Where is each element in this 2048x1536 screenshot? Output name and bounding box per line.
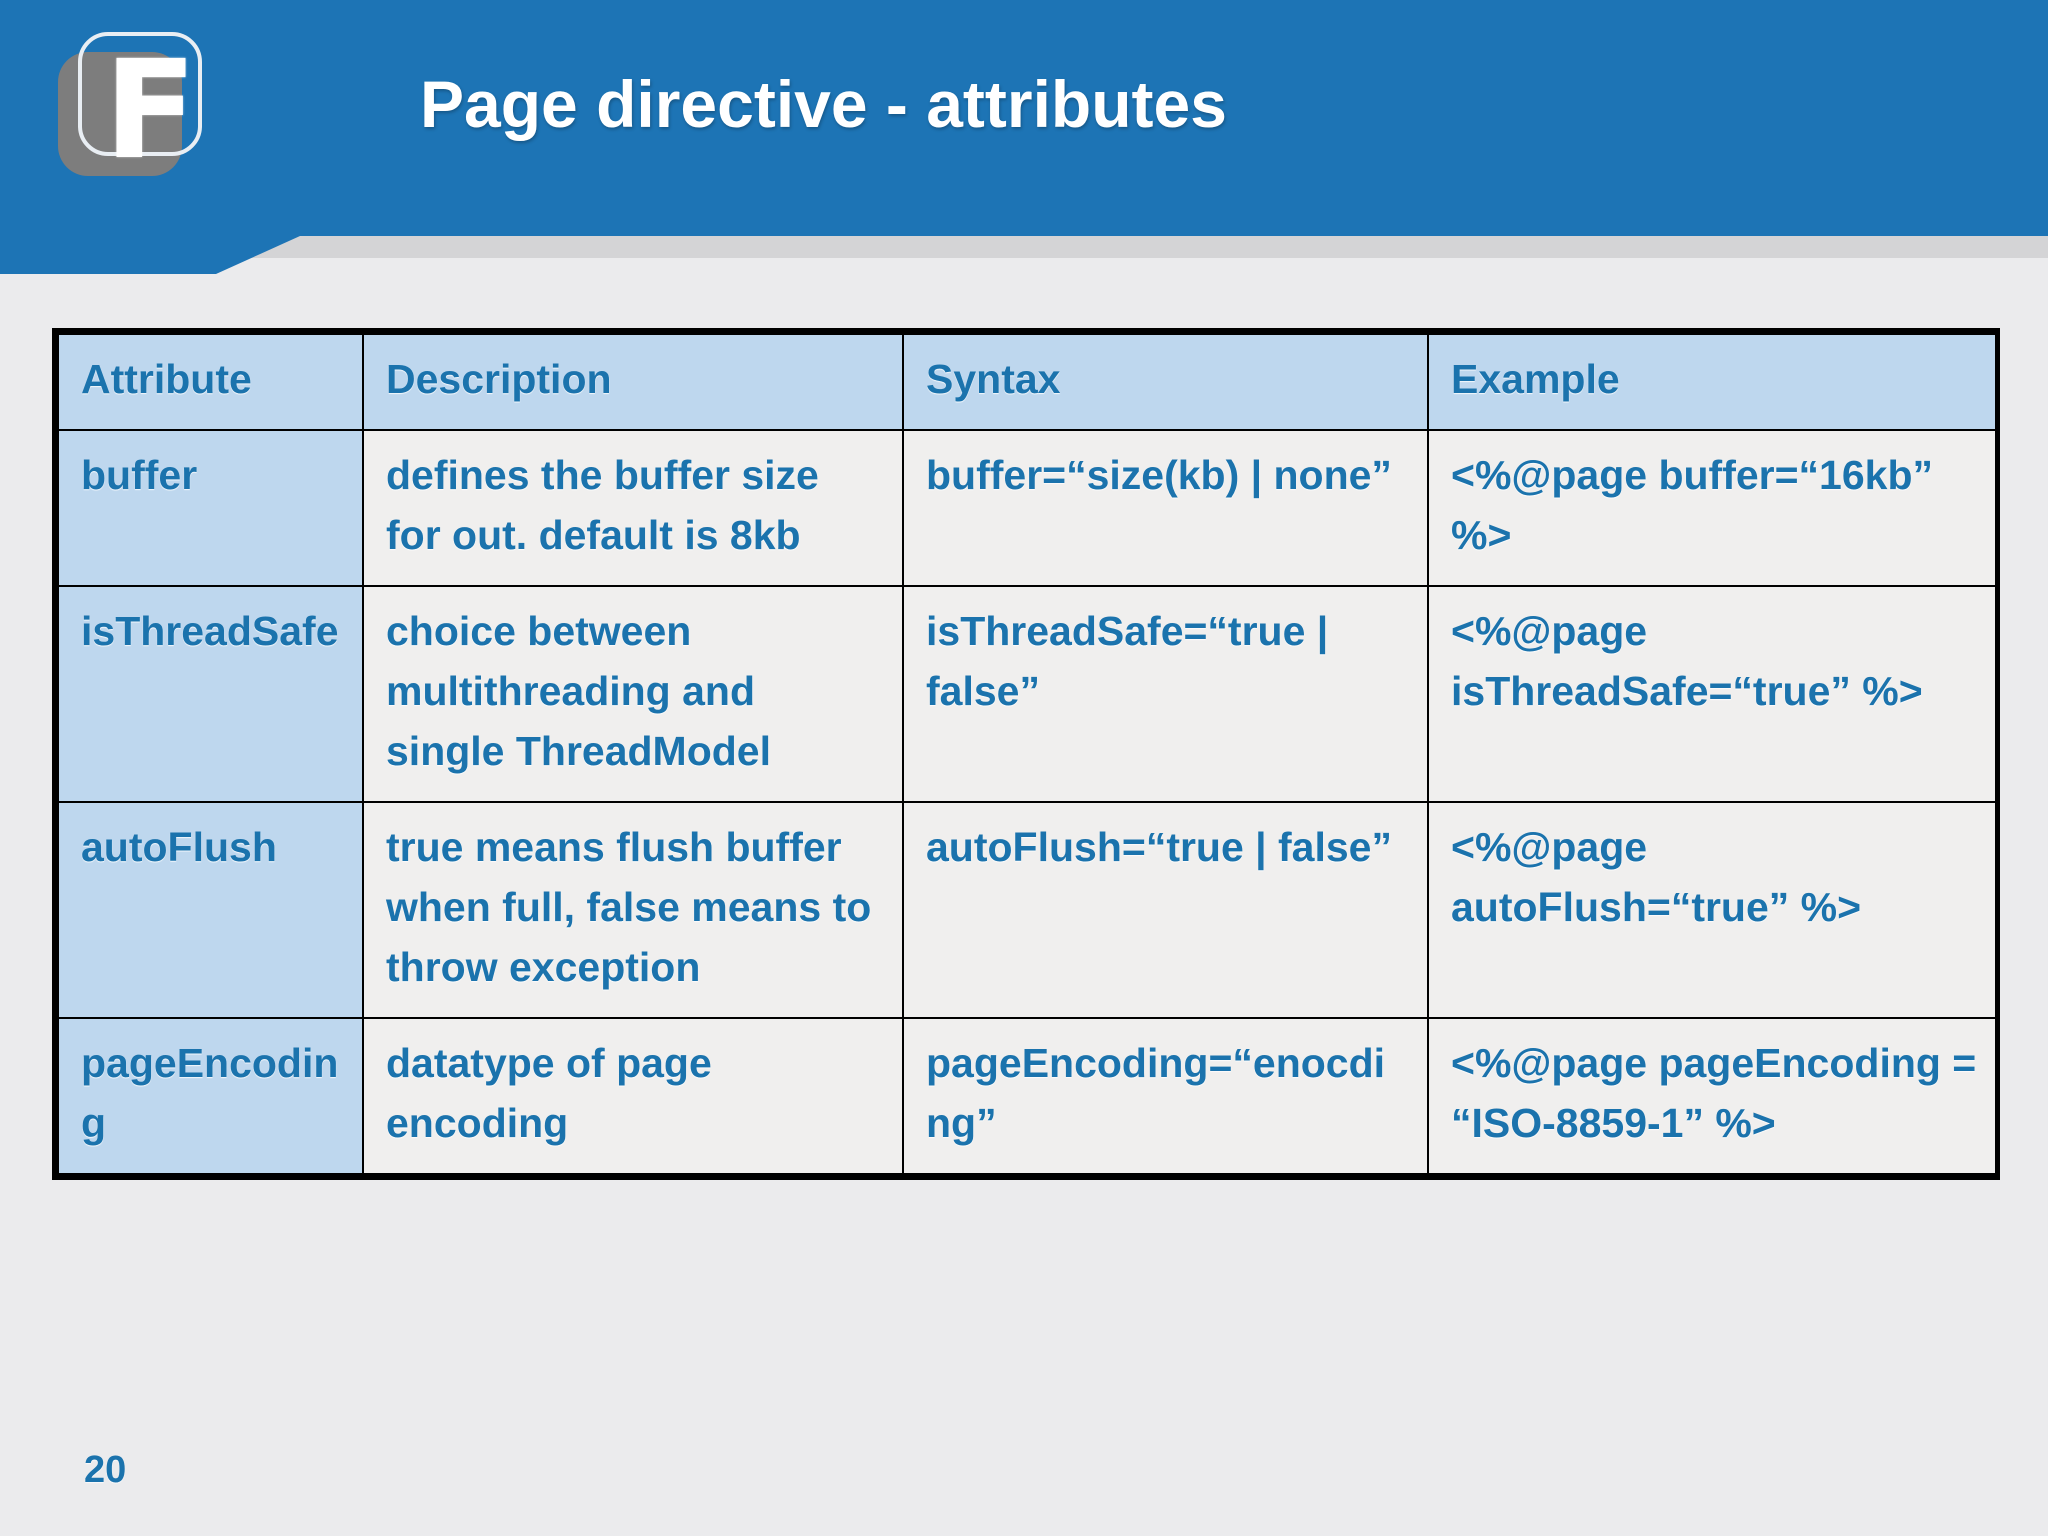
logo-letter-f: F — [104, 32, 197, 190]
logo-rounded-frame — [78, 32, 202, 156]
cell-attribute: pageEncoding — [57, 1017, 364, 1175]
header-shadow-strip — [0, 236, 2048, 258]
cell-example: <%@page autoFlush=“true” %> — [1427, 801, 1997, 1019]
table-body: buffer defines the buffer size for out. … — [57, 429, 1997, 1175]
page-title: Page directive - attributes — [420, 67, 1227, 141]
table-row: buffer defines the buffer size for out. … — [57, 429, 1997, 587]
cell-syntax: autoFlush=“true | false” — [902, 801, 1429, 1019]
table-row: isThreadSafe choice between multithreadi… — [57, 585, 1997, 803]
table-row: pageEncoding datatype of page encoding p… — [57, 1017, 1997, 1175]
cell-example: <%@page pageEncoding = “ISO-8859-1” %> — [1427, 1017, 1997, 1175]
cell-attribute: buffer — [57, 429, 364, 587]
table-row: autoFlush true means flush buffer when f… — [57, 801, 1997, 1019]
table-header: Attribute Description Syntax Example — [57, 333, 1997, 431]
cell-description: true means flush buffer when full, false… — [362, 801, 904, 1019]
slide-page-number: 20 — [84, 1449, 127, 1491]
cell-description: choice between multithreading and single… — [362, 585, 904, 803]
header-band — [0, 0, 2048, 236]
column-header-syntax: Syntax — [902, 333, 1429, 431]
cell-syntax: buffer=“size(kb) | none” — [902, 429, 1429, 587]
brand-logo: F — [56, 30, 204, 179]
cell-example: <%@page isThreadSafe=“true” %> — [1427, 585, 1997, 803]
table-header-row: Attribute Description Syntax Example — [57, 333, 1997, 431]
cell-syntax: isThreadSafe=“true | false” — [902, 585, 1429, 803]
cell-description: defines the buffer size for out. default… — [362, 429, 904, 587]
cell-syntax: pageEncoding=“enocding” — [902, 1017, 1429, 1175]
cell-attribute: isThreadSafe — [57, 585, 364, 803]
column-header-description: Description — [362, 333, 904, 431]
cell-example: <%@page buffer=“16kb” %> — [1427, 429, 1997, 587]
cell-attribute: autoFlush — [57, 801, 364, 1019]
cell-description: datatype of page encoding — [362, 1017, 904, 1175]
attributes-table: Attribute Description Syntax Example buf… — [57, 333, 1997, 1175]
column-header-attribute: Attribute — [57, 333, 364, 431]
attributes-table-container: Attribute Description Syntax Example buf… — [52, 328, 2000, 1180]
column-header-example: Example — [1427, 333, 1997, 431]
